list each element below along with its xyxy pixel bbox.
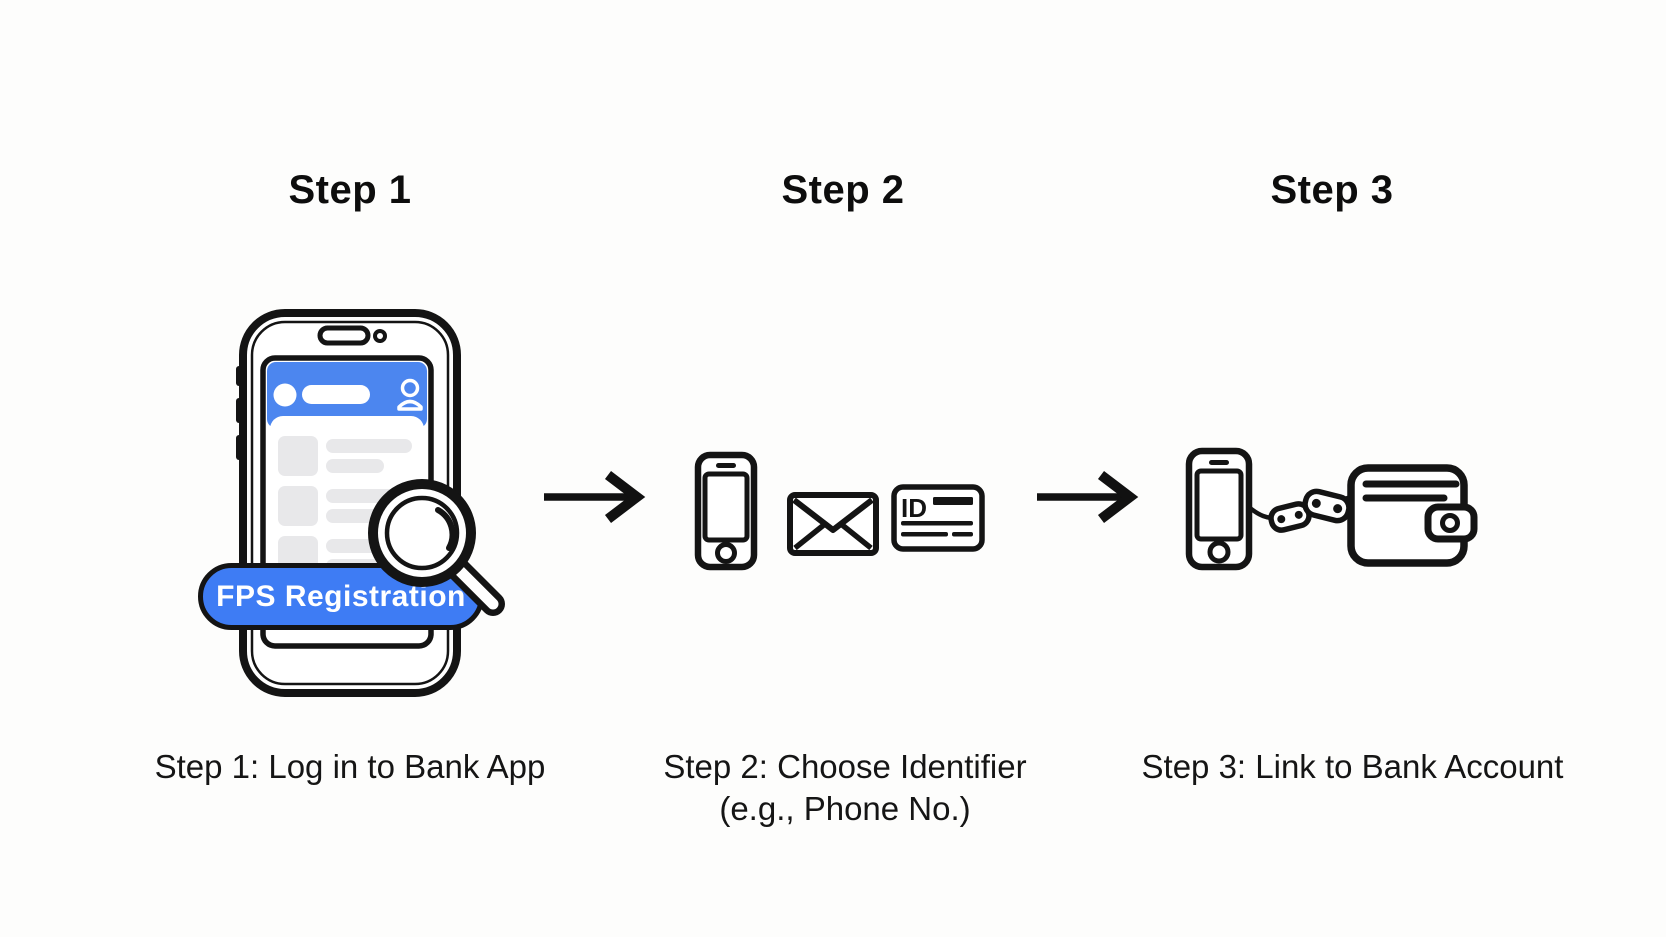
wallet-icon bbox=[1347, 464, 1478, 567]
smartphone-icon bbox=[1185, 447, 1253, 571]
search-pill bbox=[302, 385, 370, 404]
id-card-label: ID bbox=[901, 493, 927, 523]
id-card-icon: ID bbox=[891, 484, 985, 552]
step3-caption-line1: Step 3: Link to Bank Account bbox=[1141, 748, 1564, 785]
step2-caption: Step 2: Choose Identifier (e.g., Phone N… bbox=[610, 746, 1080, 830]
user-icon bbox=[397, 378, 423, 411]
avatar bbox=[273, 383, 297, 407]
envelope-icon bbox=[787, 492, 879, 556]
app-header-bar bbox=[267, 362, 427, 428]
step1-header: Step 1 bbox=[288, 168, 412, 212]
step3-caption: Step 3: Link to Bank Account bbox=[1090, 746, 1615, 788]
step1-caption: Step 1: Log in to Bank App bbox=[115, 746, 585, 788]
smartphone-icon bbox=[694, 451, 758, 571]
step2-caption-line1: Step 2: Choose Identifier bbox=[663, 748, 1027, 785]
step2-caption-line2: (e.g., Phone No.) bbox=[719, 790, 971, 827]
magnifier-icon bbox=[368, 479, 505, 616]
arrow-right-icon bbox=[1037, 471, 1139, 523]
step2-header: Step 2 bbox=[781, 168, 905, 212]
step1-caption-line1: Step 1: Log in to Bank App bbox=[154, 748, 546, 785]
chain-link-icon bbox=[1248, 488, 1364, 533]
phone-speaker-icon bbox=[317, 325, 387, 346]
arrow-right-icon bbox=[544, 471, 646, 523]
step3-header: Step 3 bbox=[1270, 168, 1394, 212]
